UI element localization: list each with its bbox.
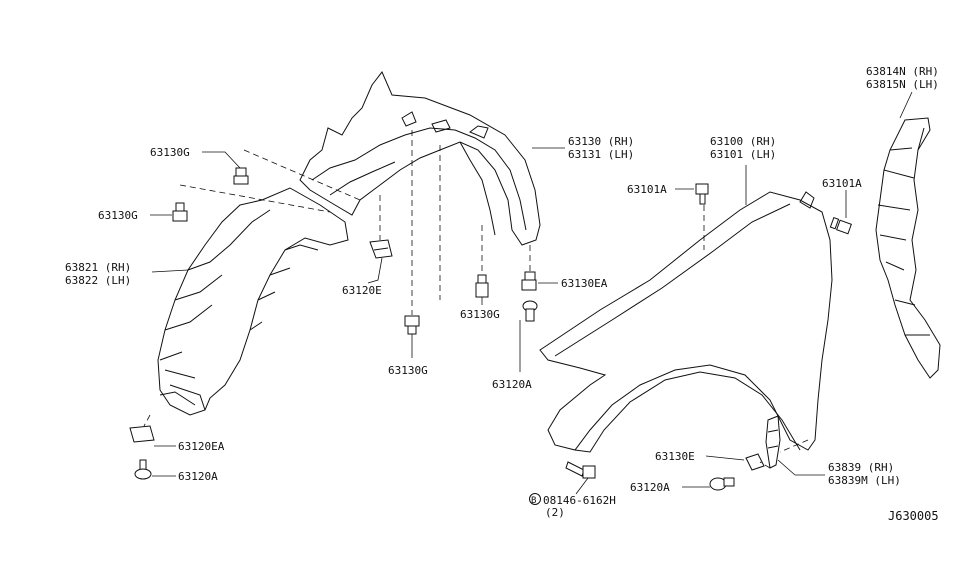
- label-63101: 63101 (LH): [710, 148, 776, 161]
- label-63130EA: 63130EA: [561, 277, 608, 290]
- label-63130G-left: 63130G: [98, 209, 138, 222]
- screw-63120A-right[interactable]: [709, 477, 735, 491]
- clip-63120E[interactable]: [369, 239, 393, 259]
- clip-63130EA[interactable]: [521, 271, 537, 291]
- label-63120EA: 63120EA: [178, 440, 225, 453]
- label-63101A-right: 63101A: [822, 177, 862, 190]
- screw-63120A-center[interactable]: [522, 300, 538, 322]
- label-63120A-left: 63120A: [178, 470, 218, 483]
- label-63130G-top: 63130G: [150, 146, 190, 159]
- label-bolt-qty: (2): [545, 506, 565, 519]
- label-63839: 63839 (RH): [828, 461, 894, 474]
- label-bolt-code: 08146-6162H: [543, 494, 616, 507]
- label-63839M: 63839M (LH): [828, 474, 901, 487]
- label-63130G-right: 63130G: [460, 308, 500, 321]
- label-63120A-center: 63120A: [492, 378, 532, 391]
- label-63822: 63822 (LH): [65, 274, 131, 287]
- diagram-id: J630005: [888, 509, 939, 523]
- label-63120A-right: 63120A: [630, 481, 670, 494]
- label-63821: 63821 (RH): [65, 261, 131, 274]
- bolt-63101A-right[interactable]: [829, 216, 852, 235]
- label-63100: 63100 (RH): [710, 135, 776, 148]
- label-63130E: 63130E: [655, 450, 695, 463]
- label-63130G-center: 63130G: [388, 364, 428, 377]
- fender-liner-front-part[interactable]: [157, 187, 349, 416]
- clip-63130G-right[interactable]: [475, 274, 489, 298]
- fender-bracket-part[interactable]: [765, 415, 781, 469]
- screw-63120A-left[interactable]: [134, 459, 152, 480]
- clip-63120EA[interactable]: [129, 425, 155, 443]
- clip-63130G-top[interactable]: [233, 167, 249, 185]
- clip-63130E[interactable]: [745, 453, 765, 471]
- bolt-63101A-left[interactable]: [695, 183, 709, 205]
- label-63815N: 63815N (LH): [866, 78, 939, 91]
- fender-part[interactable]: [539, 191, 833, 453]
- bolt-08146-6162H[interactable]: [565, 461, 596, 479]
- fender-liner-upper-part[interactable]: [299, 71, 541, 246]
- splash-shield-part[interactable]: [875, 117, 941, 379]
- label-63130: 63130 (RH): [568, 135, 634, 148]
- label-63814N: 63814N (RH): [866, 65, 939, 78]
- bolt-symbol: B: [531, 496, 536, 506]
- label-63120E: 63120E: [342, 284, 382, 297]
- bolt-symbol-circle: [529, 493, 541, 505]
- clip-63130G-left[interactable]: [172, 202, 188, 222]
- label-63101A-left: 63101A: [627, 183, 667, 196]
- label-63131: 63131 (LH): [568, 148, 634, 161]
- clip-63130G-center[interactable]: [404, 315, 420, 335]
